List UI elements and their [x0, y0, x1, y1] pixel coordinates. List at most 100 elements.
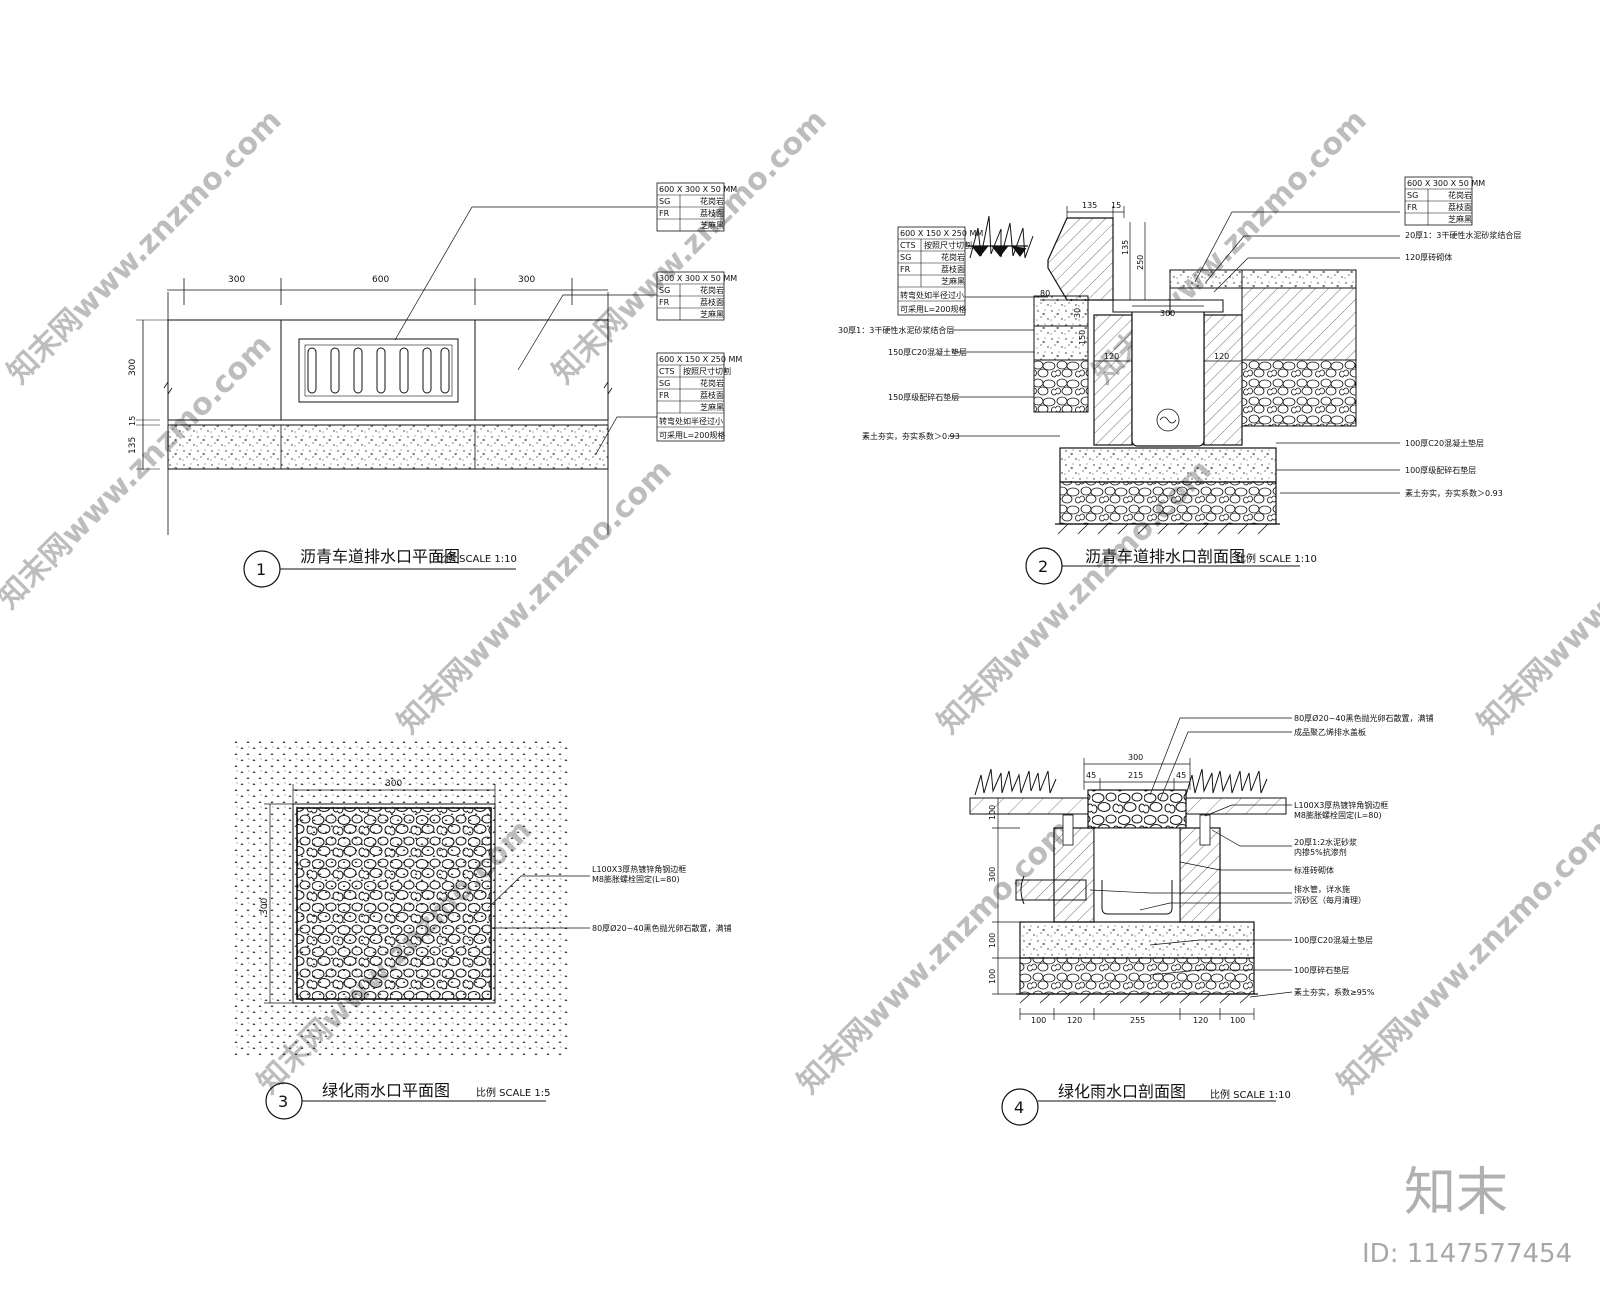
table-cell: 600 X 150 X 250 MM [900, 229, 983, 238]
dim-text: 45 [1176, 771, 1186, 780]
dim-text: 300 [128, 359, 138, 376]
dim-text: 255 [1130, 1016, 1145, 1025]
table-cell: FR [1407, 203, 1418, 212]
material-table-2-right: 600 X 300 X 50 MM SG 花岗岩 FR 荔枝面 芝麻黑 [1404, 176, 1485, 226]
watermark-text: 知末网www.znzmo.com [546, 103, 834, 391]
table-cell: 转弯处如半径过小 [659, 416, 723, 426]
table-cell: 花岗岩 [700, 378, 724, 388]
drawing-1-plan [136, 206, 657, 535]
callout-label: 100厚级配碎石垫层 [1405, 465, 1476, 475]
dim-text: 15 [128, 416, 137, 426]
table-cell: SG [659, 286, 670, 295]
table-cell: CTS [659, 367, 675, 376]
material-table-1b: 300 X 300 X 50 MM SG 花岗岩 FR 荔枝面 芝麻黑 [656, 271, 737, 321]
table-cell: SG [900, 253, 911, 262]
drawing-4-section [969, 717, 1293, 1020]
callout-label: M8膨胀螺栓固定(L=80) [1294, 810, 1382, 820]
dim-text: 135 [1121, 240, 1130, 255]
table-cell: 按照尺寸切割 [924, 240, 972, 250]
callout-label: 20厚1:2水泥砂浆 [1294, 837, 1357, 847]
callout-label: 标准砖砌体 [1294, 865, 1334, 875]
dim-text: 300 [518, 275, 535, 285]
table-cell: 花岗岩 [700, 285, 724, 295]
table-cell: 可采用L=200规格 [900, 304, 966, 314]
dim-text: 120 [1214, 352, 1229, 361]
table-cell: 600 X 150 X 250 MM [659, 355, 742, 364]
dim-text: 100 [988, 933, 997, 948]
drawing-3-labels: 300 300 L100X3厚热镀锌角钢边框 M8膨胀螺栓固定(L=80) 80… [260, 779, 732, 933]
dim-text: 300 [1128, 753, 1143, 762]
watermark-text: 知末网www.znzmo.com [1331, 813, 1600, 1101]
drawing-2-dimensions: 135 15 135 250 80 30 150 120 300 120 [1040, 201, 1229, 361]
table-cell: 按照尺寸切割 [683, 366, 731, 376]
dim-text: 250 [1136, 255, 1145, 270]
callout-label: 30厚1：3干硬性水泥砂浆结合层 [838, 325, 954, 335]
table-cell: 芝麻黑 [700, 309, 724, 319]
table-cell: 芝麻黑 [1448, 214, 1472, 224]
table-cell: 荔枝面 [700, 297, 724, 307]
drawing-number: 2 [1038, 557, 1048, 576]
dim-text: 120 [1104, 352, 1119, 361]
dim-text: 100 [1230, 1016, 1245, 1025]
drawing-3-plan [234, 740, 590, 1058]
callout-label: 100厚C20混凝土垫层 [1405, 438, 1484, 448]
drawing-number: 3 [278, 1092, 288, 1111]
dim-text: 100 [1031, 1016, 1046, 1025]
drawing-1-dimensions: 300 600 300 300 15 135 [128, 275, 535, 454]
drawing-2-title-block: 2 沥青车道排水口剖面图 比例 SCALE 1:10 [1025, 547, 1317, 585]
callout-label: L100X3厚热镀锌角钢边框 [1294, 800, 1388, 810]
dim-text: 135 [128, 437, 138, 454]
callout-label: 80厚Ø20~40黑色抛光卵石散置，满铺 [1294, 713, 1434, 723]
dim-text: 120 [1193, 1016, 1208, 1025]
watermark-text: 知末网www.znzmo.com [391, 453, 679, 741]
image-id: ID: 1147577454 [1362, 1239, 1572, 1269]
callout-label: 100厚C20混凝土垫层 [1294, 935, 1373, 945]
drawing-3-title-block: 3 绿化雨水口平面图 比例 SCALE 1:5 [265, 1081, 551, 1120]
dim-text: 100 [988, 969, 997, 984]
drawing-scale: 比例 SCALE 1:10 [1236, 552, 1317, 565]
table-cell: 荔枝面 [700, 208, 724, 218]
drawing-number: 4 [1014, 1098, 1024, 1117]
table-cell: 600 X 300 X 50 MM [659, 185, 737, 194]
dim-text: 300 [988, 867, 997, 882]
dim-text: 300 [1160, 309, 1175, 318]
table-cell: 荔枝面 [700, 390, 724, 400]
drawing-title: 沥青车道排水口平面图 [300, 547, 460, 566]
table-cell: SG [659, 379, 670, 388]
callout-label: 150厚级配碎石垫层 [888, 392, 959, 402]
drawing-title: 沥青车道排水口剖面图 [1085, 547, 1245, 566]
drawing-1-title-block: 1 沥青车道排水口平面图 比例 SCALE 1:10 [243, 547, 517, 588]
table-cell: 花岗岩 [700, 196, 724, 206]
callout-label: 150厚C20混凝土垫层 [888, 347, 967, 357]
drawing-4-title-block: 4 绿化雨水口剖面图 比例 SCALE 1:10 [1001, 1082, 1291, 1126]
material-table-2-left: 600 X 150 X 250 MM CTS 按照尺寸切割 SG 花岗岩 FR … [897, 226, 983, 316]
drawing-title: 绿化雨水口平面图 [322, 1081, 450, 1100]
dim-text: 300 [385, 779, 402, 789]
table-cell: 转弯处如半径过小 [900, 290, 964, 300]
callout-label: 成品聚乙烯排水盖板 [1294, 727, 1366, 737]
drawing-4-labels: 80厚Ø20~40黑色抛光卵石散置，满铺 成品聚乙烯排水盖板 L100X3厚热镀… [1294, 713, 1434, 997]
dim-text: 100 [988, 805, 997, 820]
dim-text: 30 [1073, 308, 1082, 318]
brand-logo: 知末 ID: 1147577454 [1362, 1163, 1572, 1269]
dim-text: 135 [1082, 201, 1097, 210]
dim-text: 150 [1078, 330, 1087, 345]
drawing-scale: 比例 SCALE 1:5 [476, 1086, 551, 1099]
table-cell: 可采用L=200规格 [659, 430, 725, 440]
table-cell: 荔枝面 [941, 264, 965, 274]
brand-text: 知末 [1404, 1163, 1508, 1223]
table-cell: 芝麻黑 [700, 220, 724, 230]
table-cell: 600 X 300 X 50 MM [1407, 179, 1485, 188]
drawing-scale: 比例 SCALE 1:10 [1210, 1088, 1291, 1101]
table-cell: SG [659, 197, 670, 206]
dim-text: 600 [372, 275, 389, 285]
callout-label: 沉砂区（每月清理） [1294, 895, 1366, 905]
callout-label: M8膨胀螺栓固定(L=80) [592, 874, 680, 884]
callout-label: 排水管，详水施 [1294, 884, 1350, 894]
table-cell: SG [1407, 191, 1418, 200]
drawing-title: 绿化雨水口剖面图 [1058, 1082, 1186, 1101]
dim-text: 215 [1128, 771, 1143, 780]
drawing-2-section [948, 206, 1400, 535]
table-cell: FR [659, 209, 670, 218]
